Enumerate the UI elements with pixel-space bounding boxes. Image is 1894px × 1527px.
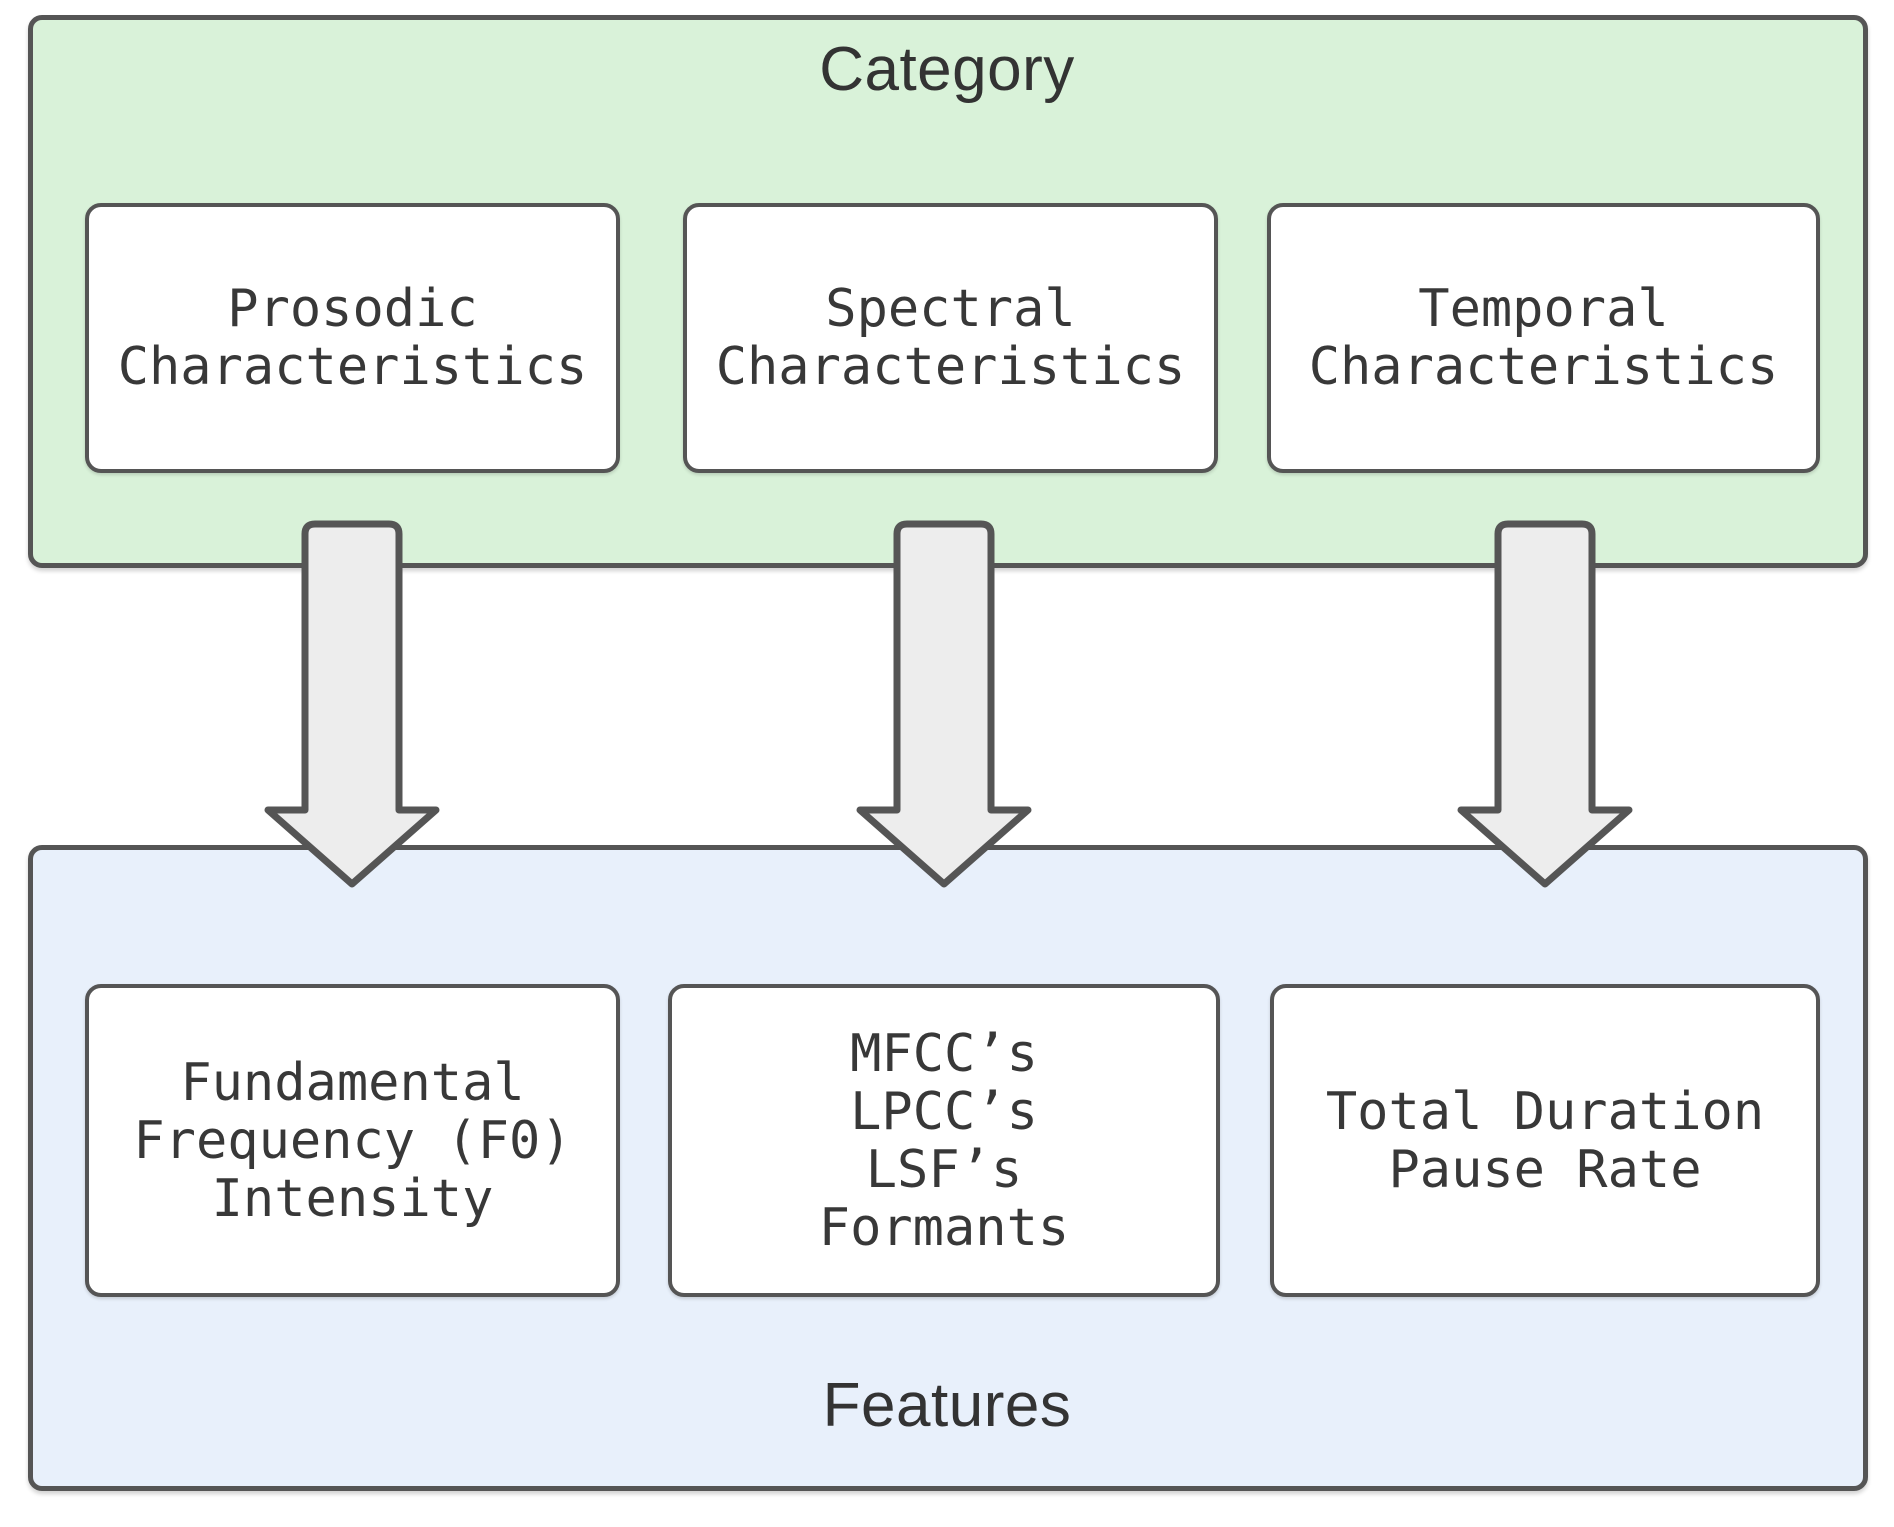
node-label-line: MFCC’s	[850, 1023, 1038, 1084]
node-label-line: Fundamental	[180, 1052, 525, 1113]
node-label-line: Prosodic	[227, 279, 478, 339]
feature-box-temporal-features: Total Duration Pause Rate	[1270, 984, 1820, 1297]
node-label-line: Temporal	[1418, 279, 1669, 339]
category-box-temporal: Temporal Characteristics	[1267, 203, 1820, 473]
down-arrow-icon	[264, 520, 440, 888]
node-label-line: Characteristics	[117, 337, 588, 397]
node-label-line: Pause Rate	[1388, 1139, 1702, 1200]
feature-box-prosodic-features: Fundamental Frequency (F0) Intensity	[85, 984, 620, 1297]
node-label-line: Characteristics	[1308, 337, 1779, 397]
category-section-title: Category	[819, 35, 1075, 104]
node-label-line: Formants	[818, 1197, 1070, 1258]
node-label-line: Intensity	[211, 1168, 494, 1229]
node-label-line: LPCC’s	[850, 1081, 1038, 1142]
category-box-prosodic: Prosodic Characteristics	[85, 203, 620, 473]
down-arrow-icon	[856, 520, 1032, 888]
node-label-line: Frequency (F0)	[133, 1110, 572, 1171]
node-label-line: Spectral	[825, 279, 1076, 339]
node-label-line: Characteristics	[715, 337, 1186, 397]
category-box-spectral: Spectral Characteristics	[683, 203, 1218, 473]
node-label-line: LSF’s	[865, 1139, 1023, 1200]
features-section-title: Features	[822, 1371, 1072, 1440]
node-label-line: Total Duration	[1325, 1081, 1765, 1142]
down-arrow-icon	[1457, 520, 1633, 888]
feature-box-spectral-features: MFCC’s LPCC’s LSF’s Formants	[668, 984, 1220, 1297]
